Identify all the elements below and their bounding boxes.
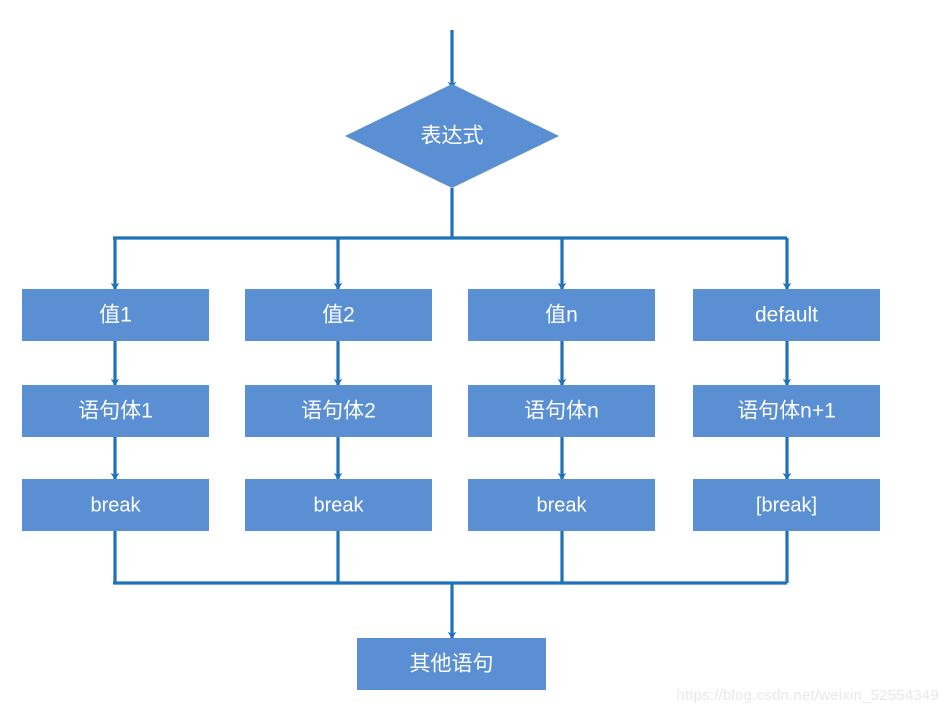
default-column-case-node[interactable]: default (693, 289, 880, 341)
other-statements-node[interactable]: 其他语句 (357, 638, 546, 690)
case-column-n-break-node[interactable]: break (468, 479, 655, 531)
case-column-2-body-node-shape (245, 385, 432, 437)
case-column-1-body-node[interactable]: 语句体1 (22, 385, 209, 437)
default-column-body-node[interactable]: 语句体n+1 (693, 385, 880, 437)
default-column-body-node-shape (693, 385, 880, 437)
case-column-1-break-node[interactable]: break (22, 479, 209, 531)
expression-decision-shape (345, 84, 559, 188)
case-column-1-case-node[interactable]: 值1 (22, 289, 209, 341)
case-column-2-body-node[interactable]: 语句体2 (245, 385, 432, 437)
other-statements-node-shape (357, 638, 546, 690)
case-column-2-break-node[interactable]: break (245, 479, 432, 531)
case-column-n-body-node-shape (468, 385, 655, 437)
case-column-n-case-node-shape (468, 289, 655, 341)
connector-layer (110, 30, 792, 640)
case-column-n-case-node[interactable]: 值n (468, 289, 655, 341)
case-column-2-break-node-shape (245, 479, 432, 531)
default-column-break-node-shape (693, 479, 880, 531)
default-column-break-node[interactable]: [break] (693, 479, 880, 531)
case-column-2-case-node-shape (245, 289, 432, 341)
case-column-1-case-node-shape (22, 289, 209, 341)
default-column-case-node-shape (693, 289, 880, 341)
case-column-1-body-node-shape (22, 385, 209, 437)
case-column-n-break-node-shape (468, 479, 655, 531)
expression-decision[interactable]: 表达式 (345, 84, 559, 188)
case-column-n-body-node[interactable]: 语句体n (468, 385, 655, 437)
watermark-url: https://blog.csdn.net/weixin_52554349 (676, 687, 939, 704)
case-column-2-case-node[interactable]: 值2 (245, 289, 432, 341)
case-column-1-break-node-shape (22, 479, 209, 531)
